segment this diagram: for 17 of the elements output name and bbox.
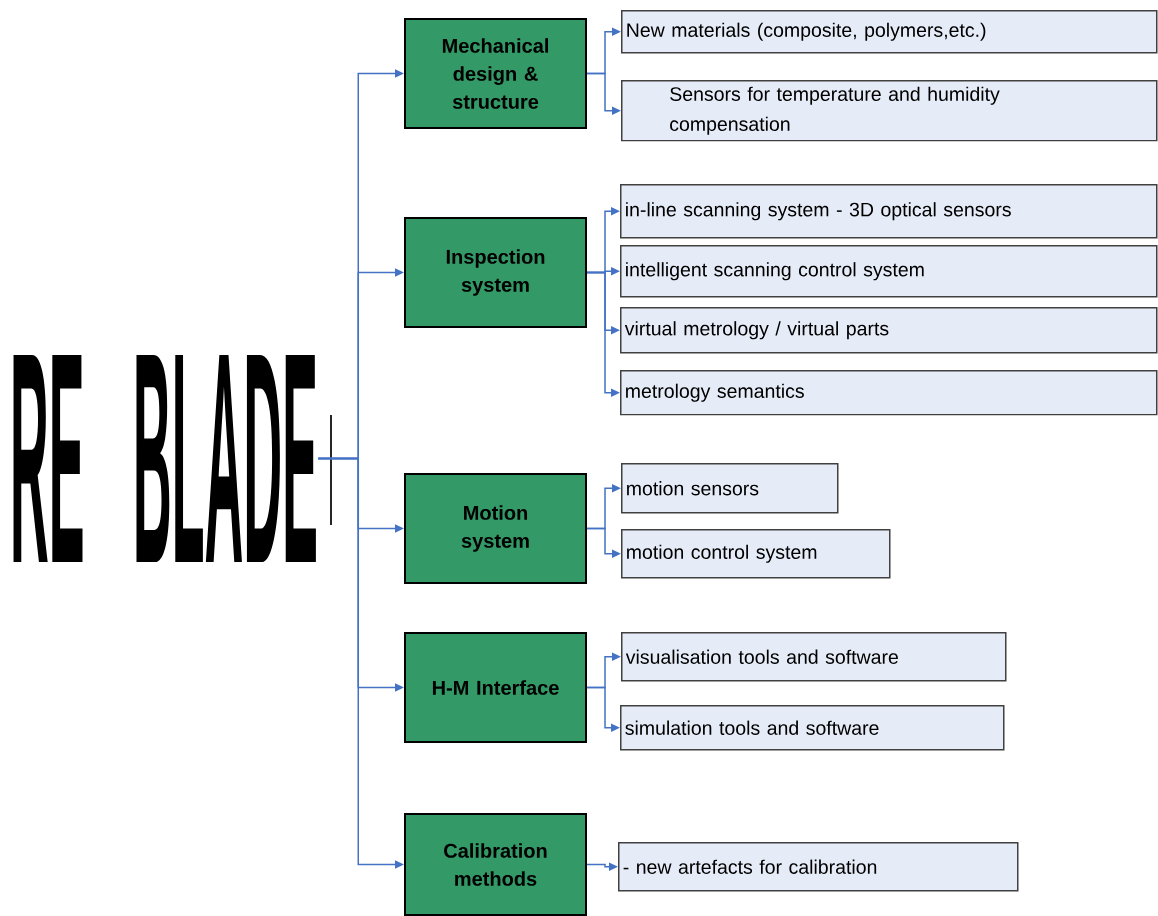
item-box: New materials (composite, polymers,etc.) (621, 10, 1158, 54)
item-box: motion sensors (621, 463, 839, 514)
category-box: H-M Interface (404, 632, 587, 743)
item-box: metrology semantics (620, 370, 1158, 416)
item-box: simulation tools and software (620, 705, 1005, 751)
item-box: - new artefacts for calibration (618, 842, 1019, 892)
category-box: Motion system (404, 473, 587, 584)
item-box: virtual metrology / virtual parts (620, 307, 1158, 354)
item-box: in-line scanning system - 3D optical sensors (620, 184, 1158, 239)
title-text: RE BLADE (13, 354, 316, 563)
category-box: Inspection system (404, 217, 587, 328)
item-box: motion control system (621, 529, 891, 579)
category-box: Calibration methods (404, 813, 587, 916)
category-box: Mechanical design & structure (404, 18, 587, 129)
item-box: Sensors for temperature and humidity compensation (621, 80, 1158, 142)
item-box: intelligent scanning control system (620, 245, 1158, 298)
item-box: visualisation tools and software (621, 632, 1007, 682)
